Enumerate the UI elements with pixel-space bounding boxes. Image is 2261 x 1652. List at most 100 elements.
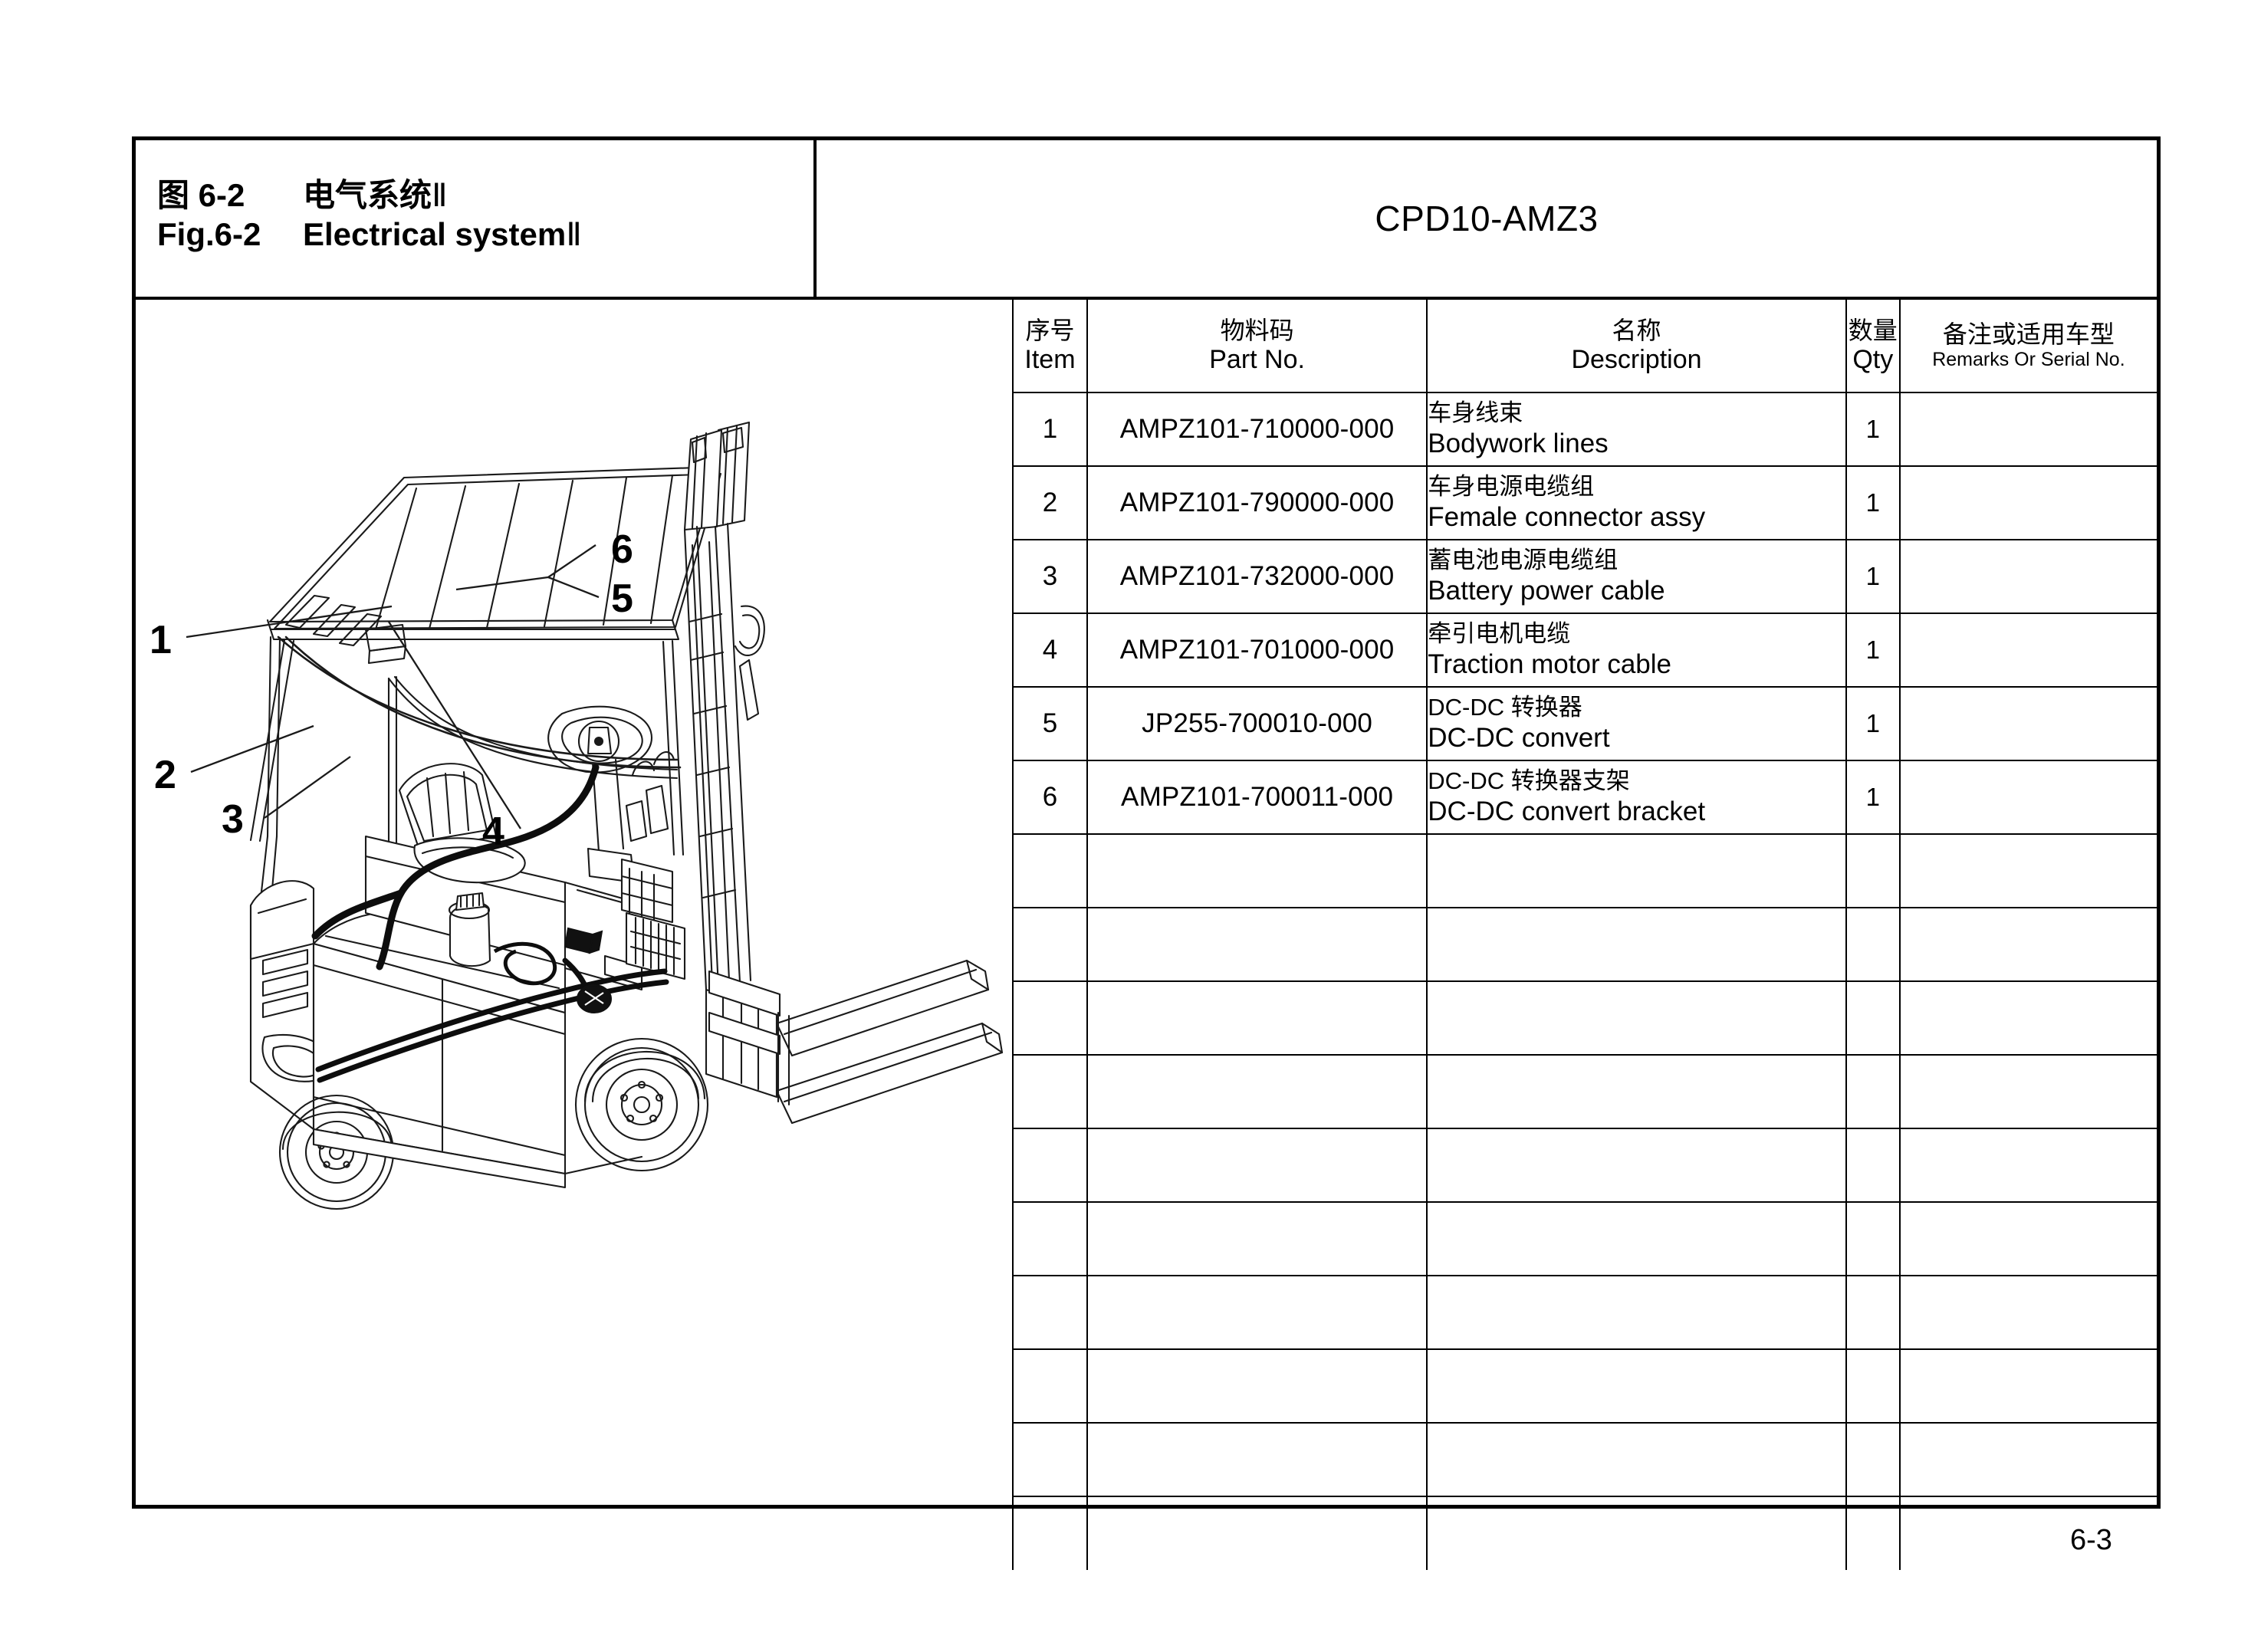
table-row — [1012, 907, 2157, 982]
description-en: DC-DC convert bracket — [1428, 796, 1706, 826]
table-header-row: 序号 Item 物料码 Part No. 名称 Description 数量 Q… — [1012, 300, 2157, 393]
cell-qty: 1 — [1845, 613, 1901, 688]
header-description-cn: 名称 — [1612, 317, 1661, 345]
figure-label-cn: 图 6-2 — [157, 177, 245, 213]
cell-part-no — [1086, 980, 1428, 1056]
cell-qty: 1 — [1845, 539, 1901, 614]
cell-item: 2 — [1012, 465, 1088, 540]
parts-table: 序号 Item 物料码 Part No. 名称 Description 数量 Q… — [1012, 300, 2157, 1570]
cell-description — [1426, 1128, 1847, 1203]
cell-item: 4 — [1012, 613, 1088, 688]
cell-part-no — [1086, 1496, 1428, 1570]
page-number: 6-3 — [2070, 1524, 2112, 1556]
cell-qty: 1 — [1845, 392, 1901, 467]
cell-remarks — [1898, 907, 2157, 982]
cell-remarks — [1898, 980, 2157, 1056]
cell-part-no — [1086, 833, 1428, 908]
header-remarks-cn: 备注或适用车型 — [1942, 320, 2115, 349]
cell-item — [1012, 1275, 1088, 1350]
header-item-cn: 序号 — [1025, 317, 1075, 345]
cell-description — [1426, 1496, 1847, 1570]
description-cn: 车身电源电缆组 — [1428, 473, 1595, 501]
roman-numeral-en: Ⅱ — [566, 218, 582, 253]
cell-remarks — [1898, 1496, 2157, 1570]
cell-item — [1012, 1422, 1088, 1497]
cell-part-no: AMPZ101-790000-000 — [1086, 465, 1428, 540]
cell-qty — [1845, 980, 1901, 1056]
cell-item — [1012, 1201, 1088, 1276]
cell-part-no: AMPZ101-710000-000 — [1086, 392, 1428, 467]
header-part-no: 物料码 Part No. — [1086, 300, 1428, 393]
cell-remarks — [1898, 1275, 2157, 1350]
cell-remarks — [1898, 613, 2157, 688]
table-row — [1012, 980, 2157, 1056]
illustration-pane: 1 2 3 4 5 6 — [136, 300, 1012, 1505]
description-en: Battery power cable — [1428, 575, 1665, 606]
cell-remarks — [1898, 1201, 2157, 1276]
cell-description — [1426, 1275, 1847, 1350]
figure-title-text-en: Electrical system — [303, 216, 567, 252]
table-row — [1012, 1496, 2157, 1570]
cell-qty — [1845, 833, 1901, 908]
header-description: 名称 Description — [1426, 300, 1847, 393]
cell-remarks — [1898, 392, 2157, 467]
cell-remarks — [1898, 760, 2157, 835]
cell-item — [1012, 1128, 1088, 1203]
cell-remarks — [1898, 1348, 2157, 1424]
cell-part-no: AMPZ101-700011-000 — [1086, 760, 1428, 835]
description-cn: 车身线束 — [1428, 399, 1523, 427]
cell-description — [1426, 980, 1847, 1056]
cell-part-no — [1086, 1422, 1428, 1497]
header-remarks: 备注或适用车型 Remarks Or Serial No. — [1898, 300, 2157, 393]
cell-qty — [1845, 1275, 1901, 1350]
description-cn: 蓄电池电源电缆组 — [1428, 547, 1619, 574]
cell-qty — [1845, 1128, 1901, 1203]
cell-item — [1012, 1054, 1088, 1129]
header-item-en: Item — [1024, 344, 1076, 374]
cell-remarks — [1898, 1128, 2157, 1203]
cell-qty: 1 — [1845, 760, 1901, 835]
callout-3: 3 — [222, 797, 244, 842]
callout-2: 2 — [154, 753, 176, 797]
header-part-no-en: Part No. — [1209, 344, 1305, 374]
cell-part-no: JP255-700010-000 — [1086, 686, 1428, 761]
callout-5: 5 — [611, 576, 633, 621]
cell-part-no — [1086, 1348, 1428, 1424]
cell-remarks — [1898, 686, 2157, 761]
cell-item: 5 — [1012, 686, 1088, 761]
cell-item: 6 — [1012, 760, 1088, 835]
figure-label-en: Fig.6-2 — [157, 216, 261, 252]
description-en: Traction motor cable — [1428, 649, 1671, 679]
cell-item — [1012, 980, 1088, 1056]
forklift-technical-drawing — [186, 421, 1004, 1210]
table-row — [1012, 1201, 2157, 1276]
cell-description — [1426, 1422, 1847, 1497]
cell-part-no — [1086, 1054, 1428, 1129]
roman-numeral-cn: Ⅱ — [432, 179, 448, 214]
table-row — [1012, 1348, 2157, 1424]
header-part-no-cn: 物料码 — [1220, 317, 1294, 345]
callout-1: 1 — [150, 618, 172, 662]
cell-description — [1426, 907, 1847, 982]
cell-remarks — [1898, 1422, 2157, 1497]
cell-item — [1012, 907, 1088, 982]
cell-qty: 1 — [1845, 686, 1901, 761]
cell-part-no — [1086, 1201, 1428, 1276]
cell-qty — [1845, 907, 1901, 982]
cell-qty: 1 — [1845, 465, 1901, 540]
cell-item — [1012, 833, 1088, 908]
model-designation-block: CPD10-AMZ3 — [817, 140, 2157, 300]
description-en: Female connector assy — [1428, 501, 1706, 532]
